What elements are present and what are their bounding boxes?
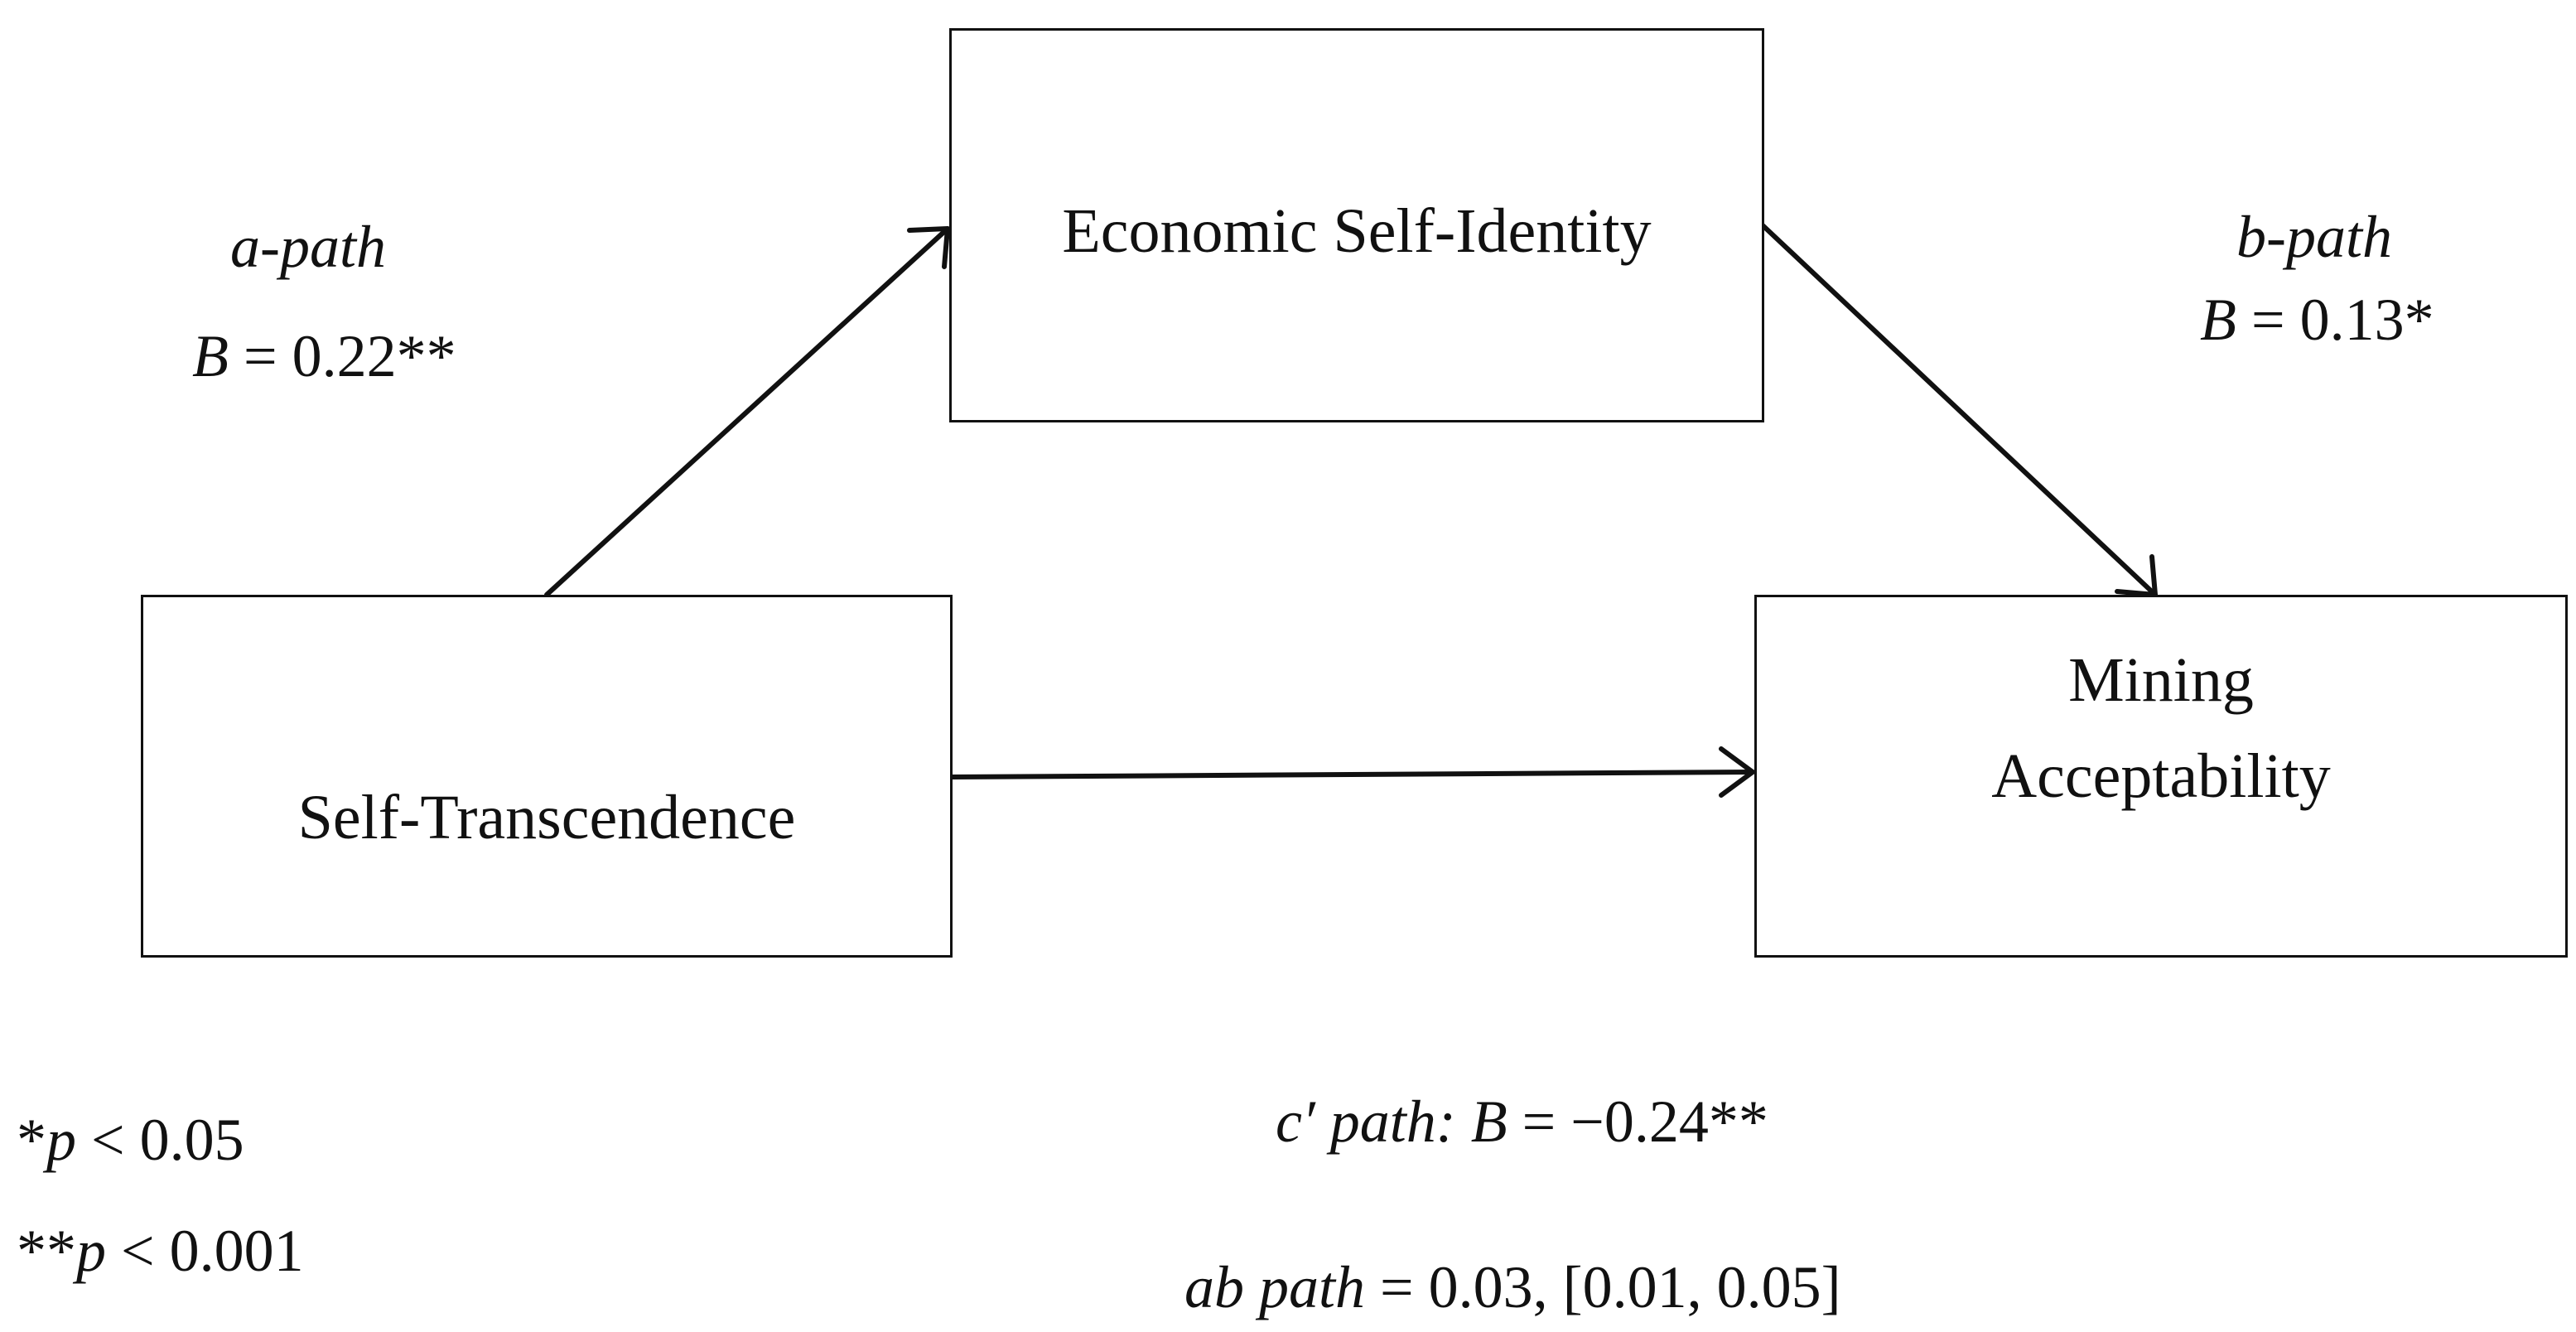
- b-path-coef-value: = 0.13*: [2236, 287, 2434, 353]
- sig1-star: *: [17, 1107, 46, 1173]
- ab-path-effect: ab path = 0.03, [0.01, 0.05]: [1184, 1257, 1841, 1317]
- b-path-coefficient: B = 0.13*: [2200, 290, 2434, 350]
- a-path-coef-value: = 0.22**: [228, 323, 456, 389]
- mining-acceptability-box: Mining Acceptability: [1754, 595, 2568, 958]
- b-path-label: b-path: [2236, 204, 2392, 270]
- mining-acceptability-label-line1: Mining: [2068, 645, 2254, 715]
- self-transcendence-label: Self-Transcendence: [297, 783, 796, 852]
- significance-note-1: *p < 0.05: [17, 1110, 244, 1170]
- c-prime-path-label: c′ path:: [1276, 1088, 1471, 1155]
- sig1-p: p: [46, 1107, 76, 1173]
- a-path-arrow: [544, 226, 950, 597]
- b-path-coef-var: B: [2200, 287, 2236, 353]
- c-prime-path-arrow: [950, 746, 1755, 798]
- sig1-rest: < 0.05: [76, 1107, 244, 1173]
- b-path-arrow: [1760, 223, 2158, 597]
- sig2-star: **: [17, 1218, 76, 1284]
- mining-acceptability-label-line2: Acceptability: [1991, 741, 2331, 811]
- c-prime-coef-var: B: [1470, 1088, 1507, 1155]
- sig2-rest: < 0.001: [106, 1218, 304, 1284]
- c-prime-coef-value: = −0.24**: [1507, 1088, 1768, 1155]
- economic-self-identity-label: Economic Self-Identity: [1062, 196, 1652, 266]
- ab-path-label: ab path: [1184, 1254, 1366, 1320]
- significance-note-2: **p < 0.001: [17, 1221, 304, 1281]
- ab-path-value: = 0.03, [0.01, 0.05]: [1365, 1254, 1841, 1320]
- c-prime-path-coefficient: c′ path: B = −0.24**: [1276, 1092, 1768, 1151]
- a-path-label: a-path: [230, 214, 386, 280]
- sig2-p: p: [76, 1218, 106, 1284]
- economic-self-identity-box: Economic Self-Identity: [949, 28, 1764, 422]
- self-transcendence-box: Self-Transcendence: [141, 595, 953, 958]
- a-path-coefficient: B = 0.22**: [192, 326, 456, 386]
- a-path-coef-var: B: [192, 323, 229, 389]
